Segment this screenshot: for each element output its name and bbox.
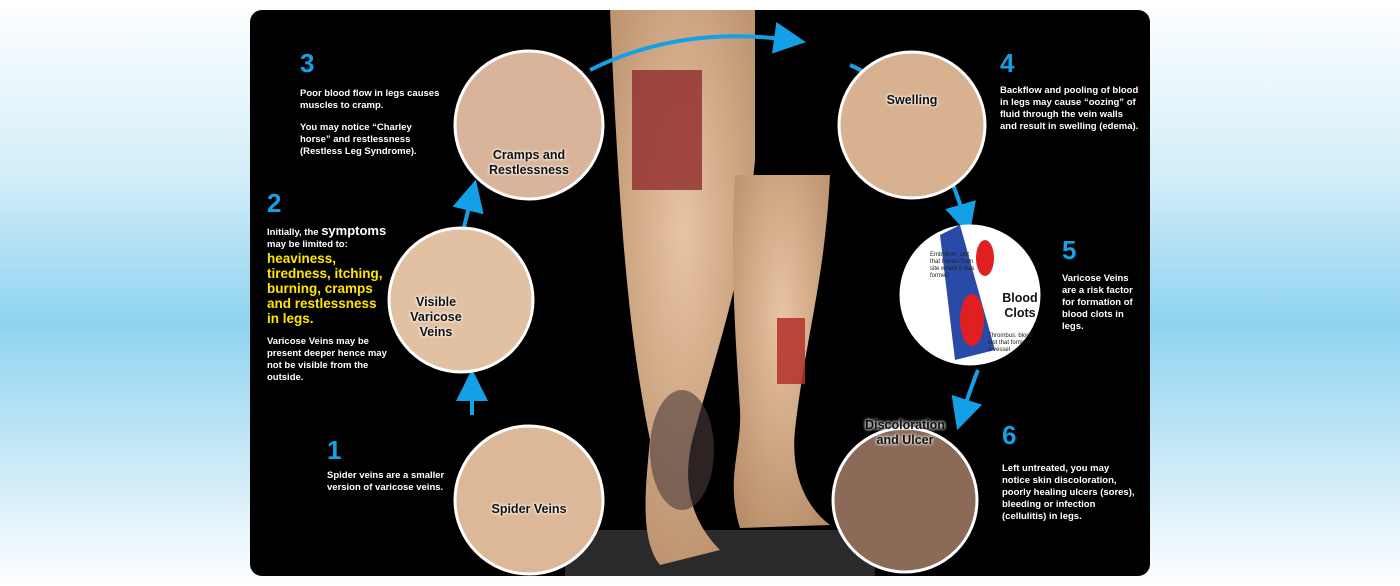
- label-cramps: Cramps and Restlessness: [489, 148, 569, 177]
- circle-visible-veins: [387, 226, 535, 374]
- muscle-cutaway: [632, 70, 702, 190]
- step-number-3: 3: [300, 48, 315, 78]
- muscle-cutaway-lower: [777, 318, 805, 384]
- circle-swelling: [837, 50, 987, 200]
- cycle-arrow: [589, 21, 806, 72]
- step-number-6: 6: [1002, 420, 1017, 450]
- step-text-1: Spider veins are a smaller version of va…: [327, 470, 445, 493]
- step-2-text: Varicose Veins may be present deeper hen…: [267, 336, 387, 383]
- symptom-list: heaviness, tiredness, itching, burning, …: [267, 251, 383, 326]
- circle-spider-veins: [453, 424, 605, 576]
- step-number-2: 2: [267, 188, 282, 218]
- label-spider-veins: Spider Veins: [491, 502, 567, 516]
- intro-symptoms: symptoms: [321, 223, 387, 238]
- step-text-3: Poor blood flow in legs causes muscles t…: [300, 88, 440, 168]
- embolism-note: Embolism: clot that travels from site wh…: [930, 252, 975, 279]
- floor-shadow: [565, 530, 875, 576]
- illustration: [387, 10, 1041, 576]
- step-text-5: Varicose Veins are a risk factor for for…: [1062, 273, 1133, 332]
- circle-cramps: [453, 49, 605, 201]
- intro-a: Initially, the: [267, 227, 319, 238]
- step-3-text-a: Poor blood flow in legs causes muscles t…: [300, 88, 440, 111]
- step-text-4: Backflow and pooling of blood in legs ma…: [1000, 85, 1139, 132]
- circle-discoloration: [831, 426, 979, 574]
- label-swelling: Swelling: [886, 93, 938, 107]
- label-blood-clots: Blood Clots: [1002, 291, 1038, 320]
- step-3-text-b: You may notice “Charley horse” and restl…: [300, 122, 417, 157]
- clot-thrombus: [960, 294, 984, 346]
- cycle-arrow: [951, 369, 983, 431]
- thrombus-note: Thrombus: blood clot that forms in a ves…: [988, 333, 1034, 353]
- step-number-4: 4: [1000, 48, 1015, 78]
- step-number-1: 1: [327, 435, 342, 465]
- discoloration: [650, 390, 714, 510]
- intro-c: may be limited to:: [267, 239, 348, 250]
- label-discoloration: Discoloration and Ulcer: [865, 418, 945, 447]
- infographic-panel: 3 Poor blood flow in legs causes muscles…: [250, 10, 1150, 576]
- step-text-6: Left untreated, you may notice skin disc…: [1002, 463, 1135, 522]
- clot-embolism: [976, 240, 994, 276]
- step-number-5: 5: [1062, 235, 1077, 265]
- label-visible-veins: Visible Varicose Veins: [410, 295, 462, 339]
